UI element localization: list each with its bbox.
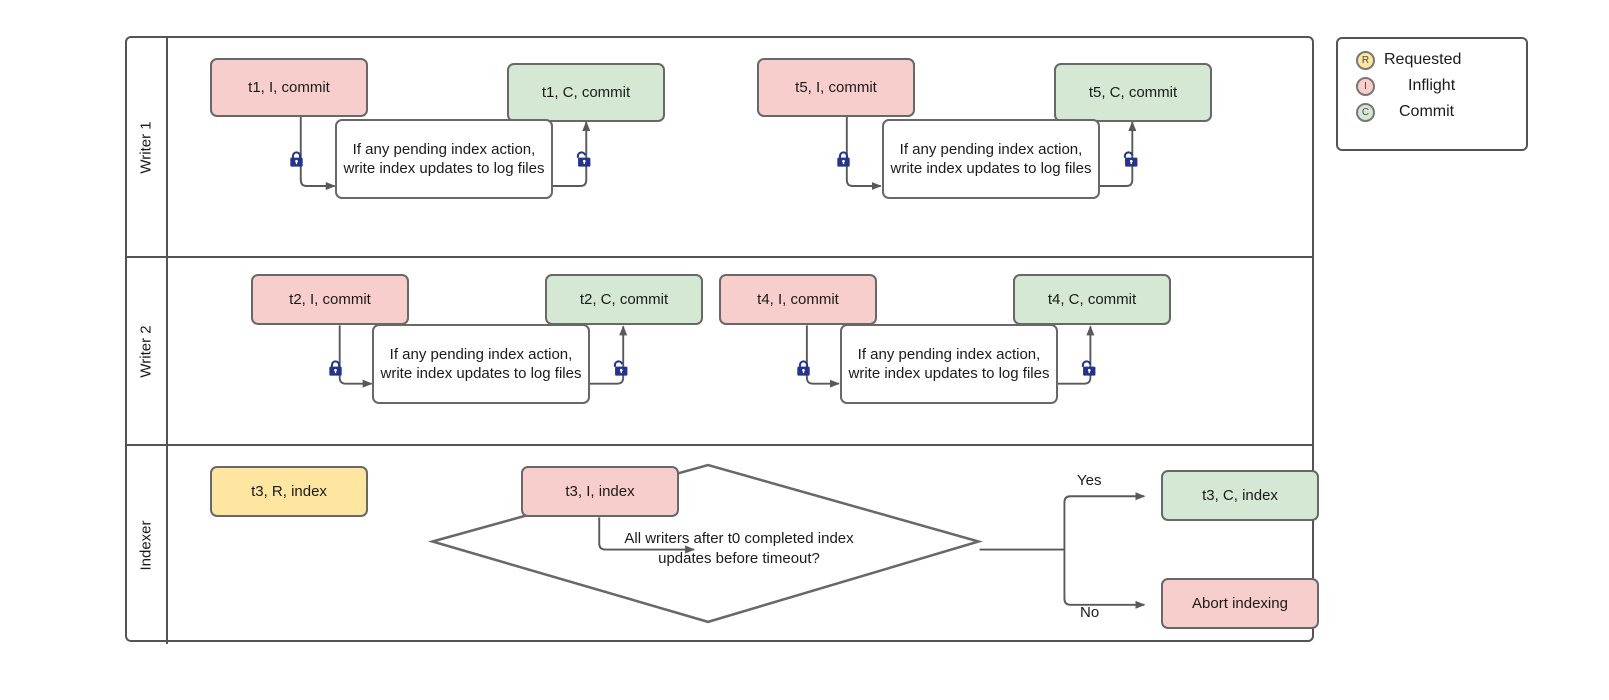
- node-t3-commit-index[interactable]: t3, C, index: [1161, 470, 1319, 521]
- legend-item-commit: C Commit: [1338, 99, 1526, 125]
- lane-title-indexer: Indexer: [127, 446, 168, 644]
- node-t4-inflight-commit[interactable]: t4, I, commit: [719, 274, 877, 325]
- lock-open-icon: [610, 359, 629, 378]
- legend-label-inflight: Inflight: [1408, 77, 1456, 94]
- node-writer2-process-2[interactable]: If any pending index action, write index…: [840, 324, 1058, 404]
- lane-body-writer-2: t2, I, commit t2, C, commit If any pendi…: [168, 258, 1312, 444]
- lane-body-writer-1: t1, I, commit t1, C, commit If any pendi…: [168, 38, 1312, 256]
- node-t5-commit-commit[interactable]: t5, C, commit: [1054, 63, 1212, 122]
- edge-label-yes: Yes: [1077, 472, 1102, 489]
- status-dot-requested-icon: R: [1356, 50, 1375, 70]
- node-t1-commit-commit[interactable]: t1, C, commit: [507, 63, 665, 122]
- lock-open-icon: [1120, 150, 1139, 169]
- lane-label: Indexer: [138, 519, 156, 571]
- node-writer1-process-1[interactable]: If any pending index action, write index…: [335, 119, 553, 199]
- lock-closed-icon: [287, 150, 306, 169]
- lock-open-icon: [573, 150, 592, 169]
- node-t1-inflight-commit[interactable]: t1, I, commit: [210, 58, 368, 117]
- node-t2-inflight-commit[interactable]: t2, I, commit: [251, 274, 409, 325]
- status-dot-commit-icon: C: [1356, 102, 1375, 122]
- swimlane-container: Writer 1: [125, 36, 1319, 644]
- lane-title-writer-1: Writer 1: [127, 38, 168, 256]
- node-t3-requested-index[interactable]: t3, R, index: [210, 466, 368, 517]
- legend-item-inflight: I Inflight: [1338, 73, 1526, 99]
- legend-label-requested: Requested: [1384, 51, 1462, 68]
- lane-label: Writer 1: [138, 120, 156, 174]
- lock-closed-icon: [834, 150, 853, 169]
- status-dot-inflight-icon: I: [1356, 76, 1375, 96]
- lane-body-indexer: t3, R, index t3, I, index All writers af…: [168, 446, 1319, 644]
- node-t2-commit-commit[interactable]: t2, C, commit: [545, 274, 703, 325]
- lane-title-writer-2: Writer 2: [127, 258, 168, 444]
- node-t4-commit-commit[interactable]: t4, C, commit: [1013, 274, 1171, 325]
- lane-writer-1: Writer 1: [127, 38, 1312, 256]
- node-writer2-process-1[interactable]: If any pending index action, write index…: [372, 324, 590, 404]
- lock-closed-icon: [326, 359, 345, 378]
- legend-item-requested: R Requested: [1338, 47, 1526, 73]
- lane-indexer: Indexer: [127, 444, 1319, 644]
- node-t5-inflight-commit[interactable]: t5, I, commit: [757, 58, 915, 117]
- node-t3-inflight-index[interactable]: t3, I, index: [521, 466, 679, 517]
- node-writer1-process-2[interactable]: If any pending index action, write index…: [882, 119, 1100, 199]
- edge-label-no: No: [1080, 604, 1100, 621]
- lock-closed-icon: [794, 359, 813, 378]
- lock-open-icon: [1078, 359, 1097, 378]
- legend-panel: R Requested I Inflight C Commit: [1336, 37, 1528, 151]
- lane-writer-2: Writer 2 t2, I, commit t2, C, commit: [127, 256, 1312, 444]
- legend-label-commit: Commit: [1399, 103, 1455, 120]
- node-abort-indexing[interactable]: Abort indexing: [1161, 578, 1319, 629]
- node-decision-text[interactable]: All writers after t0 completed index upd…: [624, 529, 854, 567]
- lane-label: Writer 2: [138, 324, 156, 378]
